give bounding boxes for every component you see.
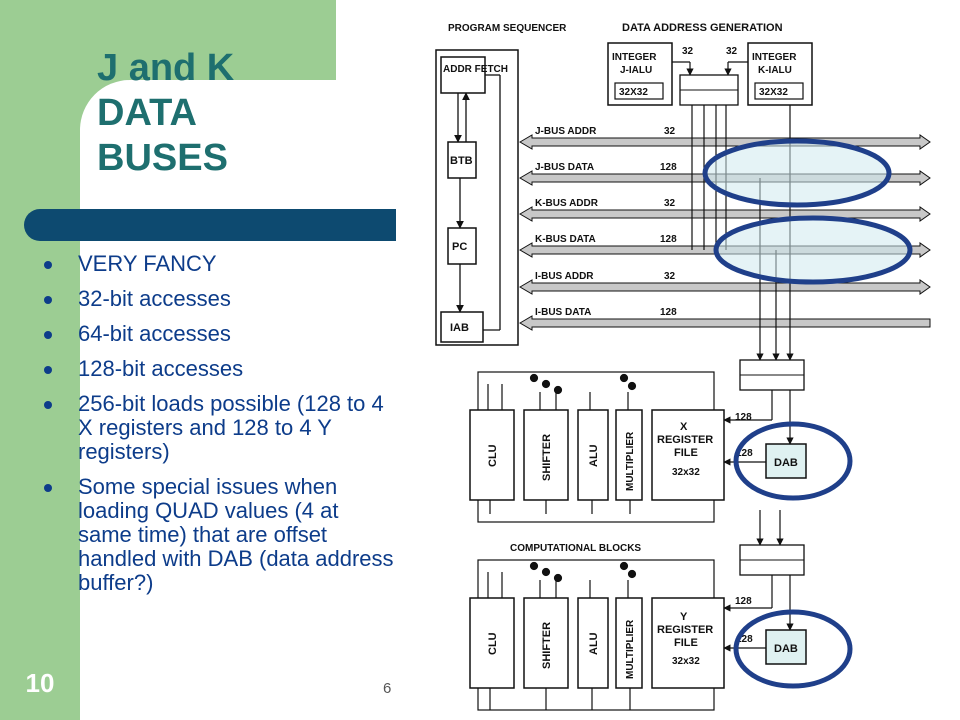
- bullet-text: Some special issues when loading QUAD va…: [78, 474, 394, 595]
- title-divider-bar: [24, 209, 396, 241]
- y-register-size: 32x32: [672, 656, 700, 667]
- j-bus-data-highlight: [702, 138, 892, 208]
- k-ialu-size: 32X32: [759, 87, 788, 98]
- x-register-size: 32x32: [672, 467, 700, 478]
- k-ialu-label-2: K-IALU: [758, 65, 792, 76]
- slide-number: 10: [25, 668, 55, 698]
- bullet-text: 64-bit accesses: [78, 321, 231, 346]
- j-bus-addr-label: J-BUS ADDR: [535, 126, 597, 137]
- clu-y-box: [469, 597, 515, 689]
- clu-x-label: CLU: [487, 444, 499, 467]
- x-register-label-1: X: [680, 421, 688, 433]
- bullet-dot-icon: [44, 331, 52, 339]
- k-ialu-label-1: INTEGER: [752, 52, 797, 63]
- y-register-label-2: REGISTER: [657, 624, 713, 636]
- y-register-label-1: Y: [680, 611, 688, 623]
- shifter-y-box: [523, 597, 569, 689]
- i-bus-addr-label: I-BUS ADDR: [535, 271, 594, 282]
- computational-blocks-label: COMPUTATIONAL BLOCKS: [510, 543, 641, 554]
- alu-x-label: ALU: [588, 444, 600, 467]
- y-dab-width-bottom: 128: [736, 634, 753, 645]
- shifter-x-box: [523, 409, 569, 501]
- bullet-item: 256-bit loads possible (128 to 4 X regis…: [44, 392, 396, 464]
- shifter-x-label: SHIFTER: [541, 434, 553, 481]
- x-dab-width-top: 128: [735, 412, 752, 423]
- shifter-y-label: SHIFTER: [541, 622, 553, 669]
- bullet-text: VERY FANCY: [78, 251, 217, 276]
- j-ialu-label-1: INTEGER: [612, 52, 657, 63]
- btb-label: BTB: [450, 155, 473, 167]
- j-bus-data-width: 128: [660, 162, 677, 173]
- bullet-list: VERY FANCY 32-bit accesses 64-bit access…: [44, 252, 396, 606]
- j-ialu-box: [607, 42, 673, 106]
- i-bus-addr-width: 32: [664, 271, 676, 282]
- i-bus-data-label: I-BUS DATA: [535, 307, 591, 318]
- k-bus-data-width: 128: [660, 234, 677, 245]
- top-accent-block: [80, 0, 336, 80]
- y-dab-box: [765, 629, 807, 665]
- j-bus-data-label: J-BUS DATA: [535, 162, 594, 173]
- bullet-item: 32-bit accesses: [44, 287, 396, 311]
- j-ialu-width: 32: [682, 46, 694, 57]
- x-register-label-3: FILE: [674, 447, 698, 459]
- bullet-item: 128-bit accesses: [44, 357, 396, 381]
- multiplier-y-box: [615, 597, 643, 689]
- program-sequencer-frame: [435, 49, 519, 346]
- bullet-item: Some special issues when loading QUAD va…: [44, 475, 396, 595]
- data-address-generation-label: DATA ADDRESS GENERATION: [622, 22, 783, 34]
- iab-label: IAB: [450, 322, 469, 334]
- x-dab-highlight: [733, 421, 853, 501]
- y-dab-label: DAB: [774, 643, 798, 655]
- j-ialu-label-2: J-IALU: [620, 65, 652, 76]
- y-dab-width-top: 128: [735, 596, 752, 607]
- footer-mark: 6: [383, 680, 392, 697]
- left-accent-bar: [0, 0, 80, 720]
- y-register-label-3: FILE: [674, 637, 698, 649]
- i-bus-data-width: 128: [660, 307, 677, 318]
- k-bus-data-highlight: [713, 215, 913, 285]
- alu-x-box: [577, 409, 609, 501]
- bullet-dot-icon: [44, 261, 52, 269]
- k-bus-data-label: K-BUS DATA: [535, 234, 596, 245]
- slide-title: J and K DATA BUSES: [97, 46, 357, 181]
- bullet-dot-icon: [44, 401, 52, 409]
- x-dab-box: [765, 443, 807, 479]
- clu-x-box: [469, 409, 515, 501]
- k-ialu-width: 32: [726, 46, 738, 57]
- title-line-1: J and K: [97, 47, 235, 89]
- k-bus-addr-label: K-BUS ADDR: [535, 198, 599, 209]
- pc-label: PC: [452, 241, 467, 253]
- bullet-item: VERY FANCY: [44, 252, 396, 276]
- multiplier-x-box: [615, 409, 643, 501]
- bullet-dot-icon: [44, 484, 52, 492]
- bullet-dot-icon: [44, 296, 52, 304]
- multiplier-y-label: MULTIPLIER: [625, 619, 636, 679]
- clu-y-label: CLU: [487, 632, 499, 655]
- x-register-label-2: REGISTER: [657, 434, 713, 446]
- y-register-file-box: [651, 597, 725, 689]
- addr-fetch-box: [440, 56, 486, 94]
- addr-fetch-label: ADDR FETCH: [443, 64, 508, 75]
- title-line-3: BUSES: [97, 137, 228, 179]
- j-bus-addr-width: 32: [664, 126, 676, 137]
- btb-box: [447, 141, 477, 179]
- bullet-item: 64-bit accesses: [44, 322, 396, 346]
- bullet-dot-icon: [44, 366, 52, 374]
- alu-y-label: ALU: [588, 632, 600, 655]
- title-line-2: DATA: [97, 92, 197, 134]
- k-bus-addr-width: 32: [664, 198, 676, 209]
- bullet-text: 256-bit loads possible (128 to 4 X regis…: [78, 391, 384, 464]
- x-dab-width-bottom: 128: [736, 448, 753, 459]
- architecture-diagram: PROGRAM SEQUENCER DATA ADDRESS GENERATIO…: [435, 22, 931, 711]
- x-register-file-box: [651, 409, 725, 501]
- multiplier-x-label: MULTIPLIER: [625, 431, 636, 491]
- y-dab-highlight: [733, 609, 853, 689]
- j-ialu-size: 32X32: [619, 87, 648, 98]
- x-dab-label: DAB: [774, 457, 798, 469]
- program-sequencer-label: PROGRAM SEQUENCER: [448, 23, 567, 34]
- alu-y-box: [577, 597, 609, 689]
- bullet-text: 128-bit accesses: [78, 356, 244, 381]
- bullet-text: 32-bit accesses: [78, 286, 231, 311]
- k-ialu-box: [747, 42, 813, 106]
